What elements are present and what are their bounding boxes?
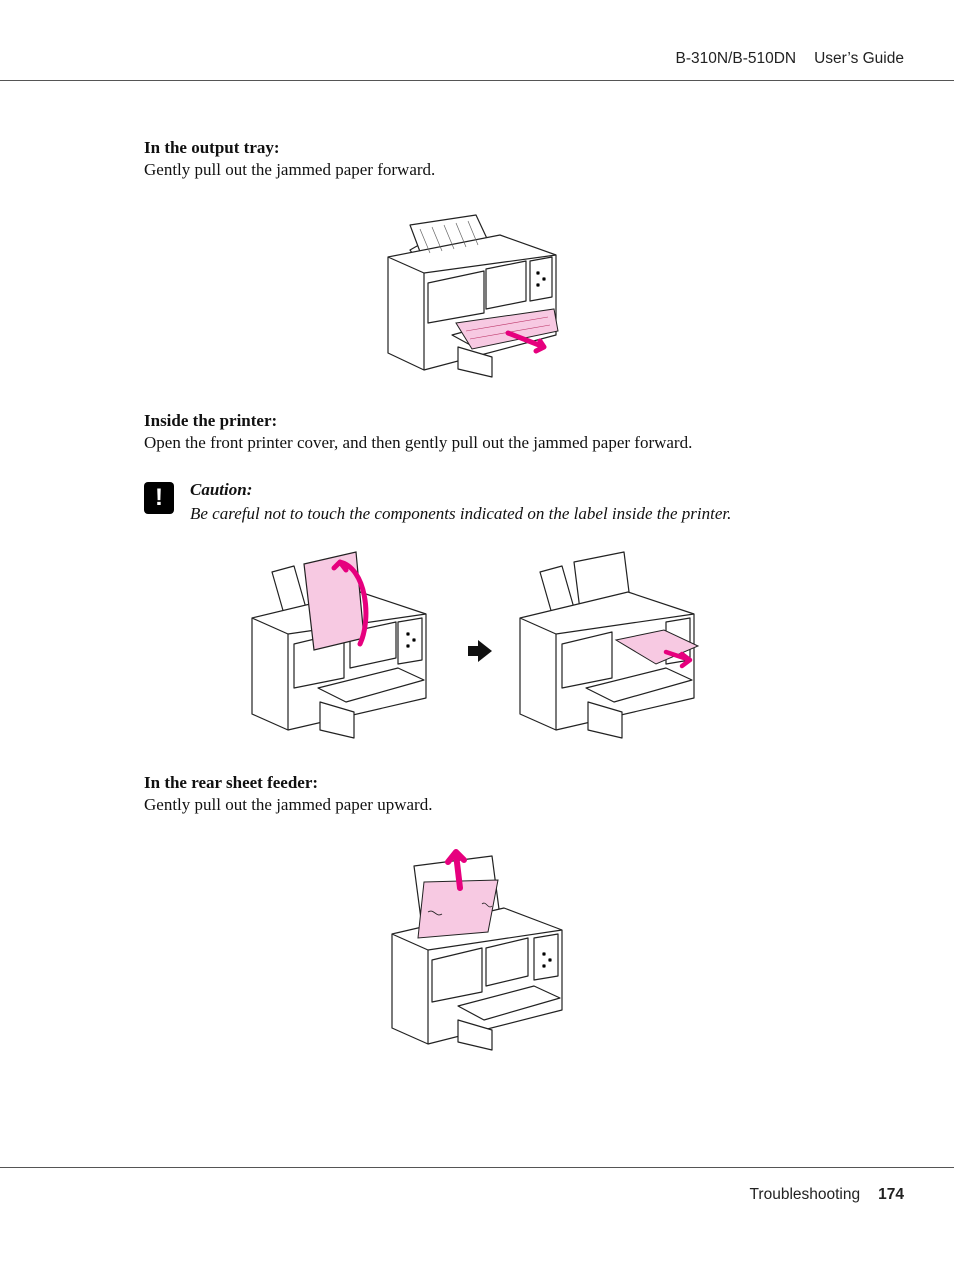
section-body: Open the front printer cover, and then g… [144, 433, 693, 452]
footer-section: Troubleshooting [749, 1186, 861, 1203]
section-rear-feeder: In the rear sheet feeder: Gently pull ou… [144, 772, 432, 816]
jammed-paper [455, 308, 559, 350]
jammed-paper [417, 879, 499, 939]
running-header: B-310N/B-510DN User’s Guide [676, 50, 905, 68]
section-heading: In the output tray: [144, 138, 280, 157]
figure-rear-feeder-jam [391, 849, 563, 1051]
section-heading: Inside the printer: [144, 411, 278, 430]
footer-rule [0, 1167, 954, 1168]
caution-title: Caution: [190, 480, 253, 499]
header-model: B-310N/B-510DN [675, 50, 797, 67]
running-footer: Troubleshooting 174 [750, 1186, 904, 1204]
jammed-paper [614, 629, 700, 665]
section-body: Gently pull out the jammed paper forward… [144, 160, 436, 179]
next-step-arrow-icon [468, 640, 492, 662]
section-inside-printer: Inside the printer: Open the front print… [144, 410, 692, 454]
figure-output-tray-jam [387, 214, 559, 378]
section-output-tray: In the output tray: Gently pull out the … [144, 137, 435, 181]
caution-text: Be careful not to touch the components i… [190, 504, 732, 523]
figure-remove-inside-jam [519, 551, 700, 739]
caution-icon: ! [144, 482, 174, 514]
figure-open-cover [251, 551, 427, 739]
section-body: Gently pull out the jammed paper upward. [144, 795, 433, 814]
lift-arrow [331, 559, 369, 647]
header-rule [0, 80, 954, 81]
header-guide: User’s Guide [814, 50, 904, 67]
page-number: 174 [878, 1186, 904, 1203]
pull-arrow [505, 330, 547, 354]
section-heading: In the rear sheet feeder: [144, 773, 319, 792]
pull-up-arrow [445, 849, 467, 891]
pull-arrow [663, 649, 693, 669]
